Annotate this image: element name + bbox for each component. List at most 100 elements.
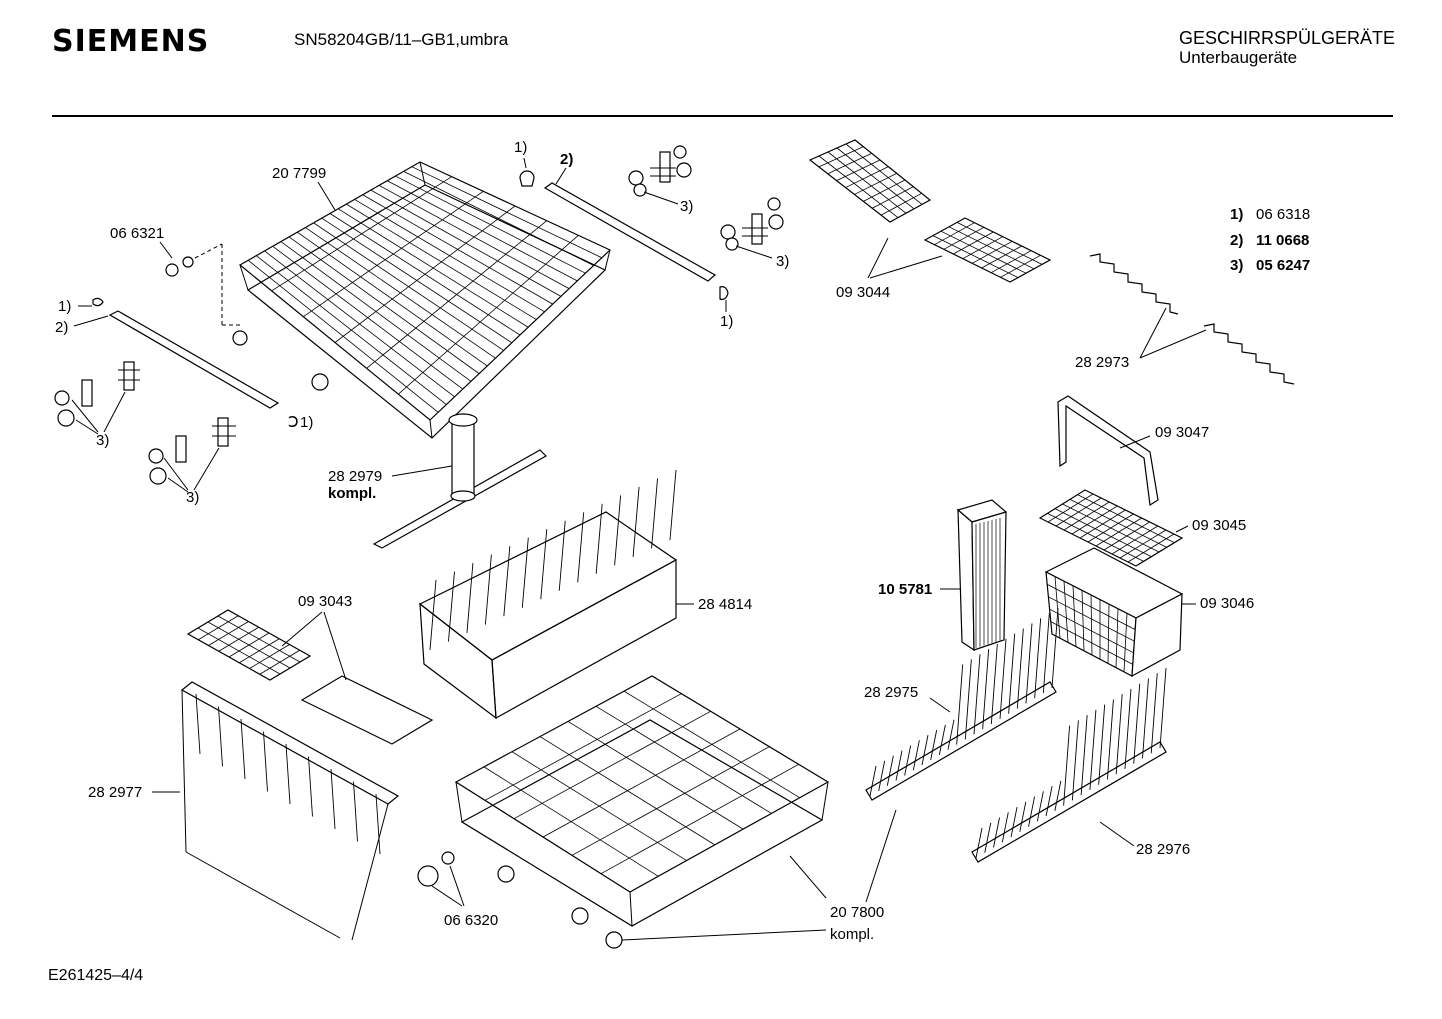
wire-line [940, 230, 1027, 274]
wire-line [249, 644, 290, 669]
callout-1-top: 1) [514, 139, 527, 156]
wire-line [1050, 621, 1133, 665]
callout-3-c: 3) [680, 198, 693, 215]
wire-line [466, 563, 474, 634]
wire-line [1095, 517, 1142, 547]
wire-line [1054, 576, 1061, 639]
wire-line [1089, 709, 1097, 790]
wire-line [218, 626, 259, 652]
bracket-set-right [628, 145, 692, 197]
label-fold-rack-left: 09 3043 [298, 593, 352, 610]
wire-line [973, 654, 981, 735]
label-tine-strip-b: 28 2976 [1136, 841, 1190, 858]
wire-line [845, 143, 923, 205]
wire-line [912, 740, 920, 771]
wire-line [484, 554, 492, 625]
wire-line [836, 159, 881, 182]
wire-line [1025, 623, 1033, 704]
tine-strip-a [865, 607, 1059, 801]
cutlery-insert [956, 499, 1008, 652]
wire-line [558, 520, 566, 591]
model-number: SN58204GB/11–GB1,umbra [294, 30, 509, 49]
brand-logo: SIEMENS [52, 24, 210, 59]
wire-line [818, 155, 899, 218]
wire-line [1016, 628, 1024, 709]
wire-line [198, 615, 239, 641]
wire-line [1072, 585, 1077, 647]
wire-line [263, 731, 268, 792]
rail-end-clip: Ↄ [288, 414, 299, 431]
wire-line [571, 746, 770, 856]
cutlery-basket [1044, 547, 1184, 678]
basket-wheel [311, 373, 329, 391]
wire-line [218, 706, 223, 767]
wire-line [375, 793, 381, 855]
wire-line [614, 495, 622, 566]
wire-line [938, 724, 946, 755]
drawing-id: E261425–4/4 [48, 967, 144, 984]
label-lower-wheel: 06 6320 [444, 912, 498, 929]
callout-3-d: 3) [776, 253, 789, 270]
wire-line [366, 220, 547, 369]
wire-line [334, 205, 516, 343]
wire-line [982, 649, 990, 730]
wire-line [990, 250, 1032, 274]
wire-line [1051, 607, 1059, 689]
wire-line [836, 147, 915, 210]
wire-line [651, 478, 658, 549]
wire-line [990, 643, 998, 725]
category-subtitle: Unterbaugeräte [1179, 48, 1298, 67]
handle [1057, 395, 1159, 507]
wire-line [503, 546, 511, 617]
label-cutlery-insert: 10 5781 [878, 581, 932, 598]
roller-clip-part [165, 243, 242, 326]
plate-rack [418, 469, 678, 720]
legend-key-3: 3) [1230, 257, 1243, 274]
wire-line [993, 817, 1000, 848]
wire-line [1000, 254, 1041, 278]
wire-line [521, 537, 529, 608]
wire-line [1106, 699, 1114, 780]
wire-line [934, 222, 975, 246]
wire-line [904, 745, 912, 776]
lower-wheel [417, 851, 455, 887]
wire-line [398, 235, 579, 395]
wire-line [632, 486, 640, 557]
wire-line [1047, 584, 1136, 630]
wire-line [1047, 493, 1094, 523]
wire-line [1090, 594, 1093, 656]
wire-line [863, 179, 906, 202]
wire-line [448, 571, 455, 642]
tine-strip-top [1089, 253, 1295, 385]
wire-line [595, 503, 603, 574]
upper-basket [238, 161, 612, 439]
label-basket-lid: 09 3045 [1192, 517, 1246, 534]
wire-line [577, 512, 585, 583]
wire-line [353, 781, 358, 842]
callout-3-b: 3) [186, 489, 199, 506]
wire-line [1127, 533, 1175, 563]
wire-line [1103, 521, 1150, 551]
bracket-set-right-2 [720, 197, 784, 251]
wire-line [956, 664, 964, 745]
label-lower-basket-note: kompl. [830, 926, 874, 943]
wire-line [1028, 796, 1036, 827]
wire-line [1071, 720, 1079, 801]
label-tine-strip-top: 28 2973 [1075, 354, 1129, 371]
legend-key-2: 2) [1230, 232, 1243, 249]
wire-line [932, 235, 1019, 278]
wire-line [1071, 505, 1118, 535]
legend-value-1: 06 6318 [1256, 206, 1310, 223]
legend-value-2: 11 0668 [1256, 232, 1309, 249]
wire-line [1079, 509, 1126, 539]
wire-line [1123, 613, 1128, 672]
label-fold-rack-top: 09 3044 [836, 284, 890, 301]
wire-line [1080, 715, 1088, 796]
wire-line [1055, 497, 1102, 527]
label-plate-rack: 28 4814 [698, 596, 752, 613]
wire-line [921, 735, 929, 766]
label-roller-clip: 06 6321 [110, 225, 164, 242]
wire-line [540, 529, 548, 600]
legend-value-3: 05 6247 [1256, 257, 1310, 274]
wire-line [1115, 608, 1119, 668]
